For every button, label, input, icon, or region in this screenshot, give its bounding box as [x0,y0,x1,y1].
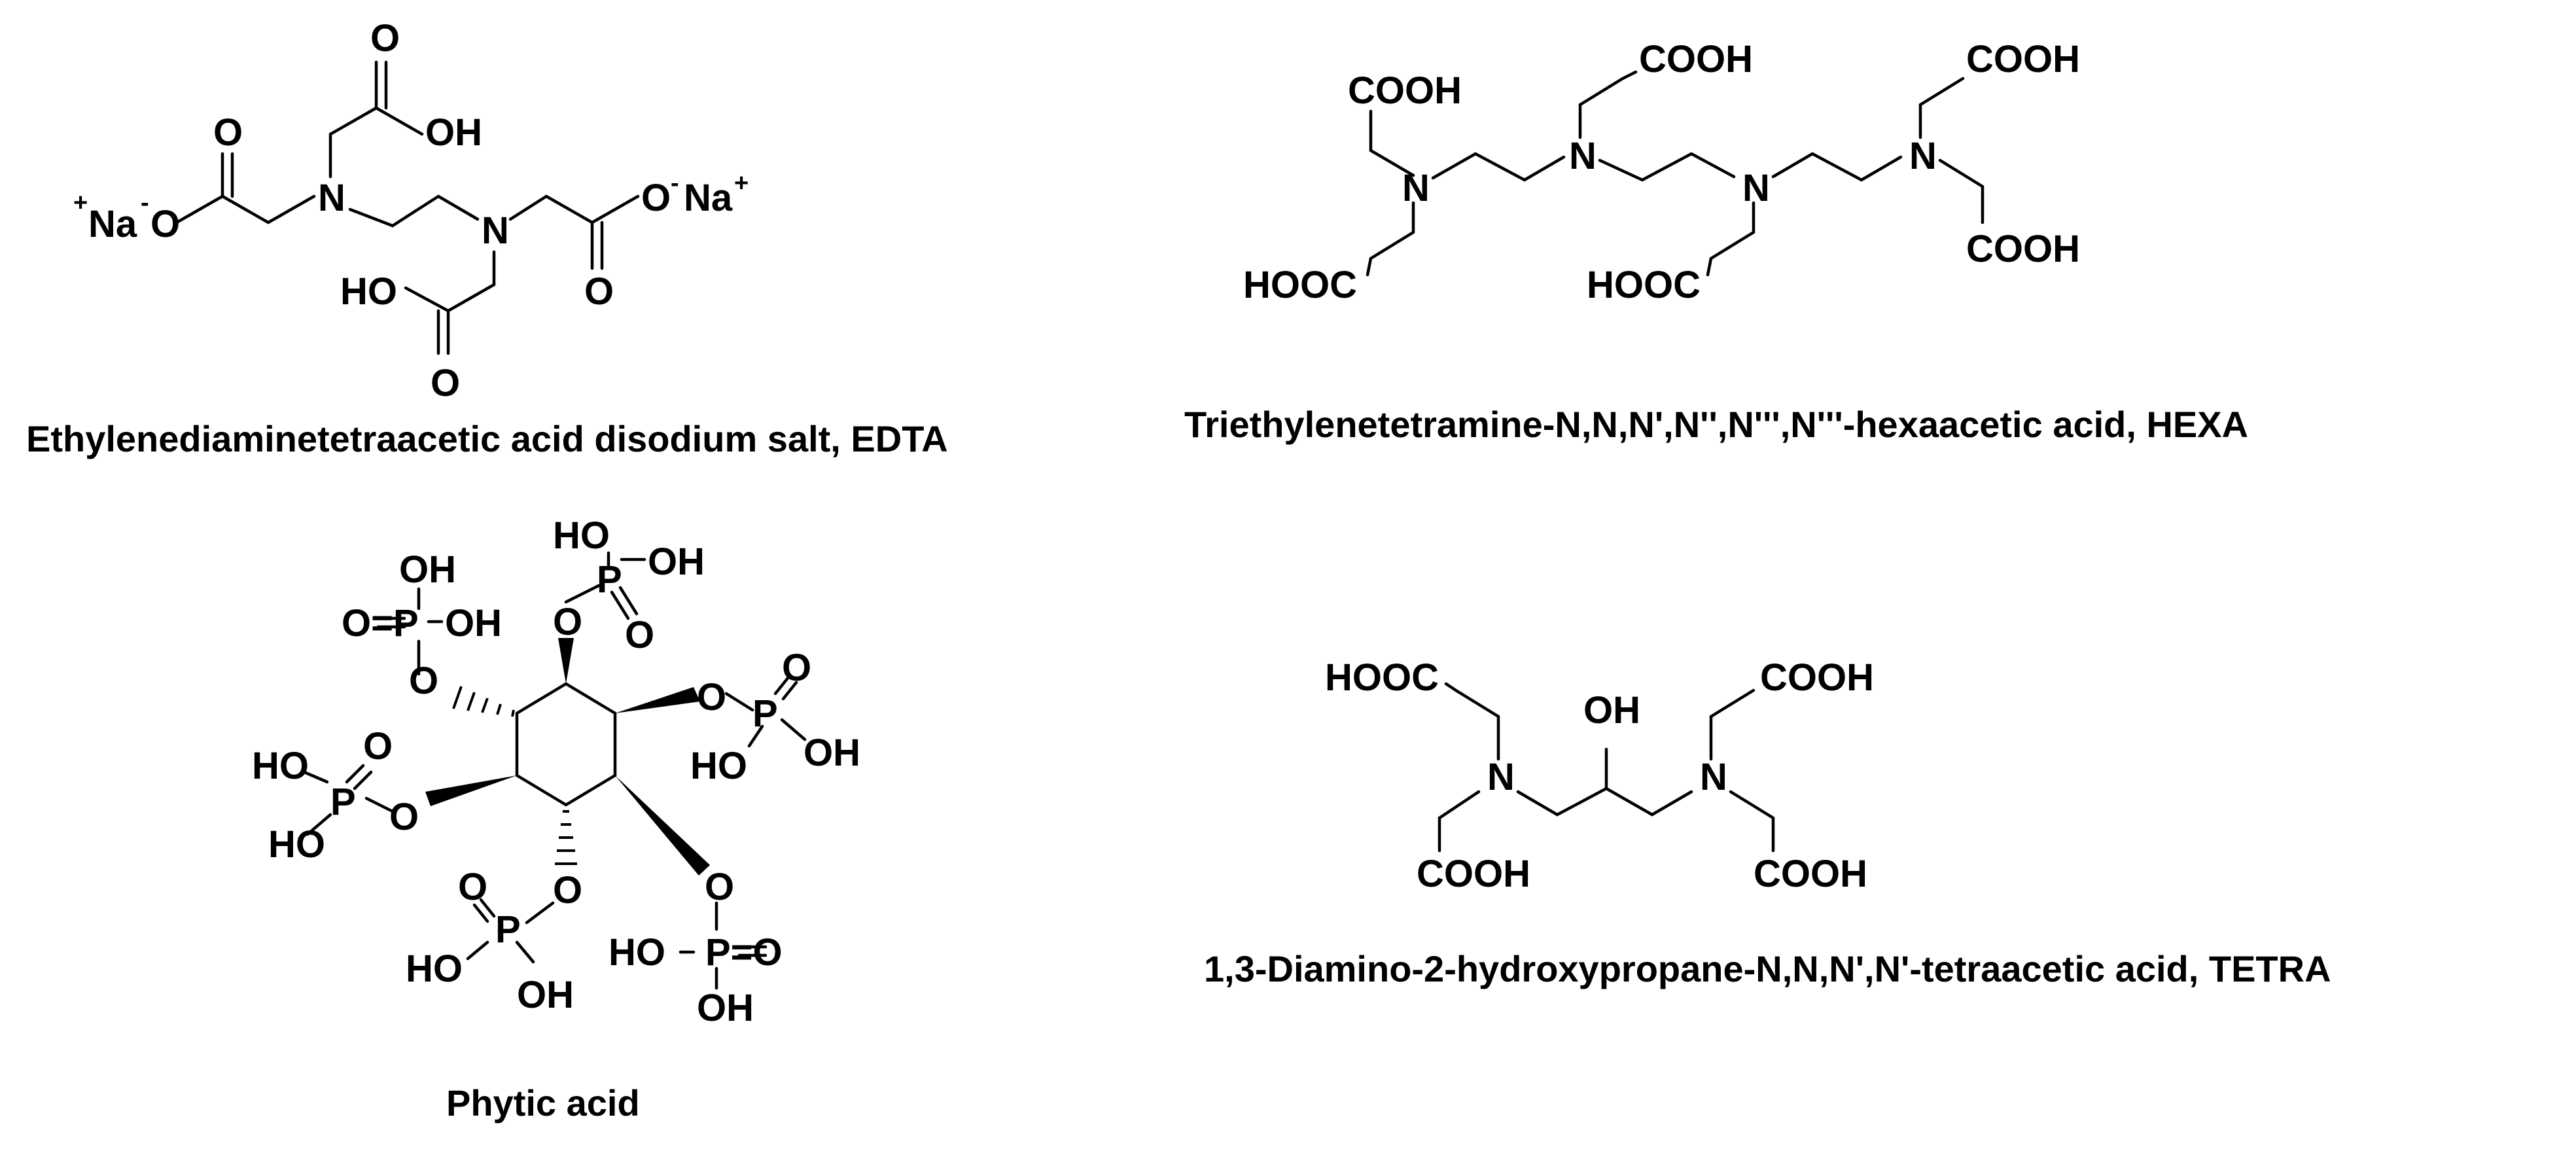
phytic-o-3b: O [782,646,811,689]
tetra-caption: 1,3-Diamino-2-hydroxypropane-N,N,N',N'-t… [1204,948,2331,989]
edta-o-right: O [584,270,614,313]
phytic-oh-1a: OH [399,548,456,591]
hexa-caption: Triethylenetetramine-N,N,N',N'',N''',N''… [1184,404,2248,445]
phytic-wedge-3 [425,775,517,806]
phytic-o-5b: O [458,866,487,908]
edta-o-minus-right: O [641,177,671,219]
phytic-o-5a: O [553,869,582,912]
edta-na-left: Na [88,203,137,245]
phytic-ho-3: HO [690,745,747,787]
phytic-structure: OH O=P OH O HO OH P O O O P O OH HO HO O… [252,514,860,1029]
phytic-p-eq-o-6: P=O [705,931,783,974]
phytic-ho-5: HO [406,947,463,990]
phytic-o-2a: O [553,601,582,643]
phytic-ho-6: HO [609,931,665,974]
hexa-cooh-2: COOH [1639,38,1753,80]
tetra-cooh-1: COOH [1760,656,1874,699]
phytic-p-4: P [330,781,356,823]
phytic-oh-5: OH [517,974,574,1016]
hexa-n-4: N [1909,135,1937,177]
tetra-n-2: N [1700,756,1727,798]
phytic-o-6a: O [705,866,734,908]
phytic-p-3: P [752,692,778,735]
phytic-wedge-1 [558,638,574,684]
hexa-cooh-4: COOH [1966,228,2080,270]
tetra-structure: HOOC OH COOH N N COOH COOH [1325,656,1874,895]
phytic-hash-bond-1 [452,686,515,717]
edta-structure: O OH O + Na - O N N O - Na + O HO O [73,17,749,404]
hexa-n-2: N [1569,135,1597,177]
edta-plus-right: + [734,169,749,197]
phytic-o-3a: O [697,676,726,718]
phytic-o-4b: O [363,725,393,768]
phytic-oh-2: OH [648,540,705,583]
hexa-cooh-3: COOH [1966,38,2080,80]
edta-n2: N [482,209,509,252]
tetra-cooh-3: COOH [1754,853,1867,895]
hexa-n-3: N [1742,167,1770,209]
edta-oh-top: OH [425,111,482,154]
phytic-ho-2: HO [553,514,610,557]
hexa-hooc-1: HOOC [1243,264,1357,306]
phytic-caption: Phytic acid [446,1082,640,1124]
hexa-cooh-1: COOH [1348,69,1462,112]
phytic-wedge-4 [615,775,710,876]
tetra-n-1: N [1487,756,1515,798]
phytic-oh-6: OH [697,987,754,1029]
phytic-o-2b: O [625,614,654,656]
phytic-ho-4a: HO [252,745,309,787]
phytic-hash-bond-2 [555,810,577,865]
phytic-p-2: P [597,558,622,601]
phytic-wedge-2 [615,687,700,713]
phytic-ho-4b: HO [268,823,325,866]
tetra-cooh-2: COOH [1417,853,1530,895]
hexa-structure: COOH COOH COOH COOH HOOC HOOC N N N N [1243,38,2080,306]
edta-o-minus-left: O [150,203,180,245]
phytic-oh-1b: OH [445,602,502,645]
phytic-o-4a: O [389,796,419,838]
edta-ho-bottom: HO [340,270,397,313]
hexa-n-1: N [1402,167,1430,209]
edta-o-top: O [370,17,400,60]
edta-plus-left: + [73,189,88,217]
phytic-p-5: P [495,908,521,951]
edta-o-left: O [213,111,243,154]
tetra-oh: OH [1583,689,1640,732]
tetra-hooc: HOOC [1325,656,1439,699]
hexa-hooc-2: HOOC [1587,264,1701,306]
edta-o-bottom: O [431,362,460,404]
edta-na-right: Na [684,177,733,219]
phytic-oh-3: OH [803,732,860,774]
phytic-o-eq-p-1: O=P [342,602,419,645]
phytic-o-1: O [409,660,438,702]
edta-minus-right: - [671,169,679,197]
edta-caption: Ethylenediaminetetraacetic acid disodium… [26,418,948,459]
edta-minus-left: - [141,189,149,217]
edta-n1: N [318,177,345,219]
